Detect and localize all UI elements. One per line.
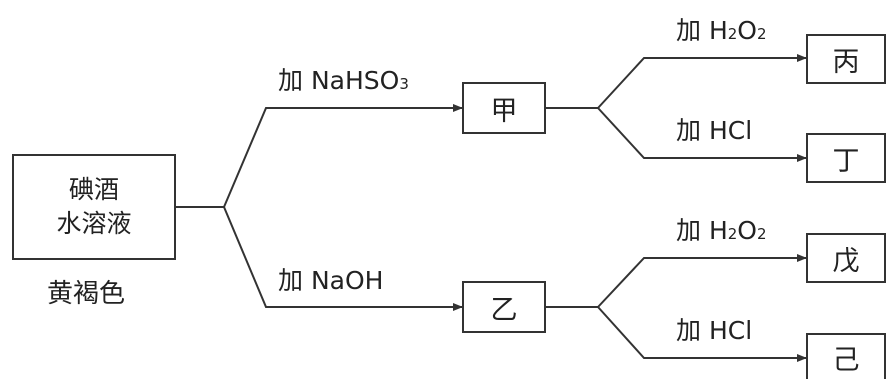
top-reagent-sub: 3	[399, 75, 409, 93]
jia-down-arrow	[597, 107, 807, 162]
product-box-bing: 丙	[806, 34, 886, 84]
product-box-ding: 丁	[806, 133, 886, 183]
product-box-jia: 甲	[462, 82, 546, 134]
bottom-branch-reagent: 加 NaOH	[278, 266, 384, 295]
product-box-yi: 乙	[462, 281, 546, 333]
yi-up-sub2: 2	[756, 225, 767, 243]
yi-up-arrow	[597, 254, 807, 308]
product-box-ji: 己	[806, 333, 886, 379]
jia-up-sub2: 2	[756, 25, 767, 43]
jia-up-arrow	[597, 54, 807, 109]
start-line1: 碘酒	[68, 175, 119, 204]
yi-up-reagent: 加 H2O2	[676, 216, 767, 249]
jia-up-sub1: 2	[727, 25, 738, 43]
top-branch-arrow	[223, 104, 463, 208]
product-ding-label: 丁	[832, 145, 860, 177]
jia-up-mid: O	[737, 16, 757, 45]
top-branch-reagent: 加 NaHSO3	[278, 66, 409, 99]
product-wu-label: 戊	[832, 245, 860, 277]
jia-up-reagent-prefix: 加 H	[676, 16, 728, 45]
product-jia-label: 甲	[490, 95, 518, 127]
product-bing-label: 丙	[832, 46, 860, 78]
start-line2: 水溶液	[56, 209, 132, 238]
yi-up-sub1: 2	[727, 225, 738, 243]
product-ji-label: 己	[832, 344, 860, 376]
bottom-branch-arrow	[223, 206, 463, 311]
product-yi-label: 乙	[490, 294, 518, 326]
start-box: 碘酒 水溶液	[12, 154, 176, 260]
jia-down-reagent: 加 HCl	[676, 116, 753, 145]
jia-up-reagent: 加 H2O2	[676, 16, 767, 49]
yi-down-reagent: 加 HCl	[676, 316, 753, 345]
yi-down-arrow	[597, 306, 807, 362]
product-box-wu: 戊	[806, 233, 886, 283]
yi-up-mid: O	[737, 216, 757, 245]
yi-up-reagent-prefix: 加 H	[676, 216, 728, 245]
start-color-note: 黄褐色	[47, 279, 126, 309]
top-reagent-prefix: 加 NaHSO	[278, 66, 400, 95]
